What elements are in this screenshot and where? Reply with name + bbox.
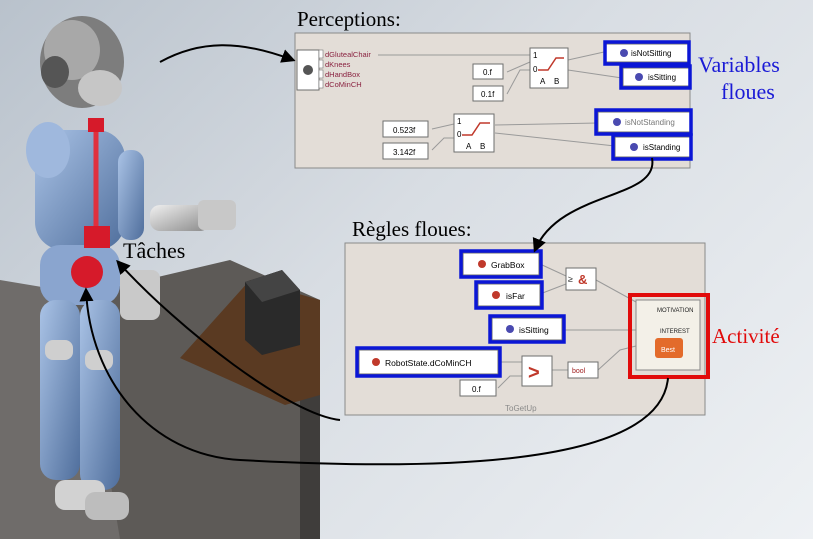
tasks-label: Tâches — [123, 238, 185, 263]
svg-text:B: B — [480, 142, 485, 151]
robot-leg-right — [80, 300, 120, 490]
svg-text:B: B — [554, 77, 559, 86]
constant-node[interactable] — [472, 85, 504, 102]
svg-text:isFar: isFar — [506, 291, 525, 301]
eye-icon — [303, 65, 313, 75]
robot-ear — [41, 56, 69, 88]
fuzzy-variables-label: floues — [721, 79, 775, 104]
input-label: dKnees — [325, 60, 351, 69]
and-node[interactable]: ≥ & — [565, 267, 597, 291]
rule-footer: ToGetUp — [505, 404, 537, 413]
output-isnotsitting[interactable]: isNotSitting — [603, 40, 691, 66]
svg-text:bool: bool — [572, 368, 586, 375]
svg-text:isNotStanding: isNotStanding — [625, 118, 675, 127]
svg-text:MOTIVATION: MOTIVATION — [657, 308, 693, 314]
compare-node[interactable]: > — [521, 355, 553, 387]
task-chain — [71, 118, 110, 288]
fuzzy-variables-label: Variables — [698, 52, 780, 77]
robot — [26, 16, 236, 520]
output-isnotstanding[interactable]: isNotStanding — [594, 108, 693, 136]
scene-3d — [0, 16, 320, 539]
constant-value: 0.f — [472, 385, 482, 394]
constant-node[interactable] — [459, 379, 497, 397]
constant-value: 0.523f — [393, 126, 416, 135]
robot-arm-right — [118, 150, 144, 240]
rules-title: Règles floues: — [352, 217, 472, 241]
svg-text:0: 0 — [533, 65, 538, 74]
perceptions-title: Perceptions: — [297, 7, 401, 31]
input-ports — [318, 49, 324, 89]
svg-text:GrabBox: GrabBox — [491, 260, 525, 270]
perceptions-panel: dGlutealChair dKnees dHandBox dCoMinCH 0… — [294, 32, 693, 169]
rule-node-robotstate[interactable]: RobotState.dCoMinCH — [355, 346, 502, 378]
constant-value: 3.142f — [393, 148, 416, 157]
svg-text:INTEREST: INTEREST — [660, 329, 690, 335]
ramp-node[interactable]: 1 0 A B — [529, 47, 569, 89]
arrow-perceptions-to-rules — [532, 157, 654, 253]
activity-node[interactable]: MOTIVATION INTEREST Best — [628, 293, 710, 379]
constant-node[interactable] — [382, 120, 429, 138]
bool-node[interactable]: bool — [567, 361, 599, 379]
robot-leg-left — [40, 300, 80, 480]
svg-text:isStanding: isStanding — [643, 143, 680, 152]
svg-text:RobotState.dCoMinCH: RobotState.dCoMinCH — [385, 358, 471, 368]
rule-node-issitting[interactable]: isSitting — [488, 314, 566, 344]
black-box-face — [245, 270, 300, 302]
svg-text:1: 1 — [533, 51, 538, 60]
constant-value: 0.1f — [481, 90, 495, 99]
svg-text:0: 0 — [457, 130, 462, 139]
output-issitting[interactable]: isSitting — [619, 64, 692, 90]
svg-text:1: 1 — [457, 117, 462, 126]
svg-text:&: & — [578, 272, 587, 287]
svg-text:A: A — [466, 142, 472, 151]
svg-text:Best: Best — [661, 347, 675, 354]
rules-panel: GrabBox isFar isSitting RobotState.dCoMi… — [344, 242, 710, 416]
output-isstanding[interactable]: isStanding — [611, 133, 693, 161]
arrow-activity-to-tasks — [79, 287, 669, 466]
svg-text:≥: ≥ — [568, 274, 573, 284]
task-target — [71, 256, 103, 288]
constant-node[interactable] — [382, 142, 429, 160]
svg-text:isNotSitting: isNotSitting — [631, 49, 671, 58]
rule-node-isfar[interactable]: isFar — [474, 280, 544, 310]
svg-text:>: > — [528, 362, 540, 384]
arrow-robot-to-perceptions — [159, 44, 296, 63]
constant-value: 0.f — [483, 68, 493, 77]
rule-node-grabbox[interactable]: GrabBox — [459, 249, 543, 279]
arrow-rules-to-tasks — [116, 259, 341, 421]
ramp-node[interactable]: 1 0 A B — [453, 113, 495, 153]
activity-label: Activité — [712, 324, 780, 348]
svg-text:isSitting: isSitting — [519, 325, 549, 335]
constant-node[interactable] — [472, 63, 504, 80]
svg-text:A: A — [540, 77, 546, 86]
input-label: dCoMinCH — [325, 80, 362, 89]
input-label: dGlutealChair — [325, 50, 371, 59]
input-label: dHandBox — [325, 70, 360, 79]
svg-text:isSitting: isSitting — [648, 73, 676, 82]
